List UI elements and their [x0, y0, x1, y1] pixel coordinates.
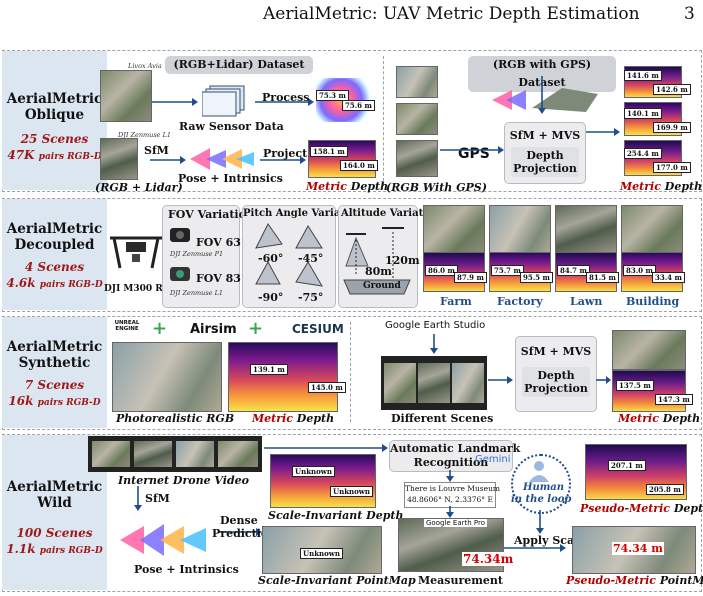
pitch-variation-box: [242, 205, 336, 308]
gps-reconstruction-icon: [492, 88, 598, 112]
sfm-mvs-box: SfM + MVS Depth Projection: [504, 122, 586, 184]
google-earth-studio-logo: Google Earth Studio: [385, 320, 486, 331]
landmark-recognition-box: Automatic Landmark Recognition: [389, 440, 520, 472]
gps-dataset-pill: (RGB with GPS) Dataset: [468, 56, 616, 92]
camera-icon: [170, 267, 190, 281]
camera-icon: [170, 228, 190, 242]
building-rgb: [621, 205, 683, 254]
synthetic-sfm-box: SfM + MVS Depth Projection: [515, 336, 597, 412]
pitch-pyramids: [255, 223, 323, 287]
row-synthetic: [2, 316, 702, 430]
divider: [383, 56, 384, 186]
gps-rgb-image-3: [396, 140, 438, 177]
cesium-logo: CESIUM: [292, 322, 344, 336]
synthetic-depth: [228, 342, 338, 412]
scale-invariant-depth: [270, 454, 376, 508]
landmark-result: There is Louvre Museum 48.8606° N, 2.337…: [404, 482, 500, 508]
gps-rgb-image-1: [396, 66, 438, 98]
lidar-rgb-image-1: [100, 70, 152, 122]
gps-rgb-image-2: [396, 103, 438, 135]
lidar-dataset-pill: (RGB+Lidar) Dataset: [165, 56, 313, 74]
person-icon: [529, 461, 549, 482]
photorealistic-rgb: [112, 342, 222, 412]
camera-poses-icon: [190, 148, 254, 170]
down-arrow: [446, 506, 454, 518]
oblique-arrows: [150, 98, 314, 164]
synthetic-right-depth: [612, 370, 686, 412]
lawn-rgb: [555, 205, 617, 254]
airsim-logo: Airsim: [190, 322, 237, 337]
right-arrow: [488, 376, 513, 384]
human-in-loop-circle: [511, 454, 571, 514]
wild-camera-poses: [120, 524, 206, 556]
wild-arrows-left: [218, 444, 388, 536]
down-arrow: [430, 334, 438, 354]
divider: [350, 322, 351, 422]
right-arrow: [596, 376, 611, 384]
unreal-logo: UNREAL ENGINE: [114, 320, 140, 332]
apply-scale-arrows: [504, 510, 566, 552]
factory-rgb: [489, 205, 551, 254]
down-arrow: [134, 486, 142, 511]
lidar-rgb-image-2: [100, 138, 138, 180]
running-title: AerialMetric: UAV Metric Depth Estimatio…: [263, 4, 640, 24]
fov-variation-box: [162, 205, 240, 308]
drone-video-filmstrip: [88, 436, 262, 472]
synthetic-right-rgb: [612, 330, 686, 370]
scenes-filmstrip: [381, 356, 487, 410]
gps-arrows: [440, 76, 620, 154]
down-arrow: [446, 470, 454, 482]
page-number: 3: [684, 4, 695, 24]
gemini-logo: Gemini: [475, 454, 511, 465]
altitude-diagram: [343, 227, 411, 295]
measurement-value: 74.34m: [462, 552, 515, 566]
sensor-data-icon: [202, 85, 245, 117]
drone-icon: [110, 236, 162, 269]
farm-rgb: [423, 205, 485, 254]
